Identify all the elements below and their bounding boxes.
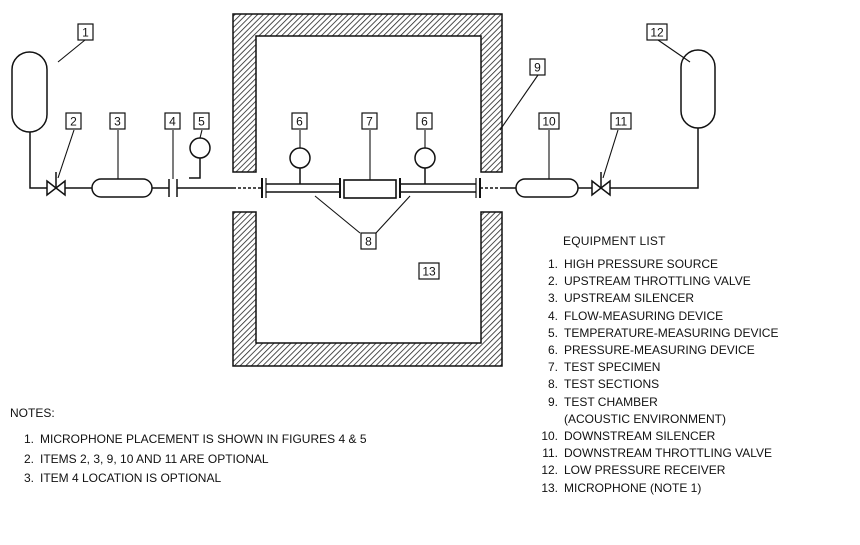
equipment-item-text: DOWNSTREAM THROTTLING VALVE (564, 446, 773, 461)
note-text: ITEM 4 LOCATION IS OPTIONAL (40, 471, 222, 485)
equipment-item-text: TEST SECTIONS (564, 377, 660, 392)
equipment-item: 12. LOW PRESSURE RECEIVER (532, 462, 778, 479)
temperature-gauge (189, 137, 211, 159)
equipment-item-number: 6. (547, 343, 558, 358)
equipment-item-text: DOWNSTREAM SILENCER (564, 429, 716, 444)
notes-list: 1. MICROPHONE PLACEMENT IS SHOWN IN FIGUR… (10, 430, 367, 489)
flow-line (29, 128, 699, 189)
equipment-item-number: 7. (547, 360, 558, 375)
test-chamber (232, 13, 503, 367)
note-item: 1. MICROPHONE PLACEMENT IS SHOWN IN FIGUR… (10, 430, 367, 450)
equipment-item-number: 4. (547, 308, 558, 323)
equipment-item: 13. MICROPHONE (NOTE 1) (532, 480, 778, 497)
tag-6-upstream: 6 (291, 112, 308, 130)
tag-9: 9 (529, 58, 546, 76)
equipment-item: 6. PRESSURE-MEASURING DEVICE (532, 342, 778, 359)
equipment-list-title: EQUIPMENT LIST (563, 234, 666, 248)
equipment-item-number: 3. (547, 291, 558, 306)
notes-title: NOTES: (10, 406, 55, 420)
tag-4-label: 4 (169, 115, 176, 129)
chamber-wall-top (232, 13, 503, 173)
tag-2-label: 2 (70, 115, 77, 129)
tag-11-label: 11 (615, 115, 628, 129)
tag-8-label: 8 (365, 235, 372, 249)
equipment-item-number: 8. (547, 377, 558, 392)
equipment-item: 9. TEST CHAMBER (532, 394, 778, 411)
tag-6-downstream: 6 (416, 112, 433, 130)
note-number: 3. (23, 471, 34, 485)
equipment-item-text: PRESSURE-MEASURING DEVICE (564, 343, 755, 358)
upstream-throttling-valve (46, 172, 66, 197)
test-specimen (343, 179, 397, 199)
tag-2: 2 (65, 112, 82, 130)
pressure-gauge-upstream (289, 147, 311, 184)
tag-5: 5 (193, 112, 210, 130)
equipment-item-number: 13. (541, 480, 558, 495)
equipment-item-text: UPSTREAM THROTTLING VALVE (564, 274, 751, 289)
tag-1: 1 (77, 23, 94, 41)
equipment-item-text: HIGH PRESSURE SOURCE (564, 257, 719, 271)
tag-12: 12 (646, 23, 668, 41)
equipment-item: 7. TEST SPECIMEN (532, 359, 778, 376)
equipment-item-number: 5. (547, 325, 558, 340)
equipment-item-text: (ACOUSTIC ENVIRONMENT) (564, 411, 726, 426)
equipment-item: 3. UPSTREAM SILENCER (532, 290, 778, 307)
note-item: 2. ITEMS 2, 3, 9, 10 AND 11 ARE OPTIONAL (10, 450, 367, 470)
pressure-gauge-downstream (414, 147, 436, 184)
tag-10: 10 (538, 112, 560, 130)
downstream-throttling-valve (591, 172, 611, 197)
tag-5-label: 5 (198, 115, 205, 129)
tag-11: 11 (610, 112, 632, 130)
equipment-item-number: 12. (541, 463, 558, 478)
equipment-item: 5. TEMPERATURE-MEASURING DEVICE (532, 325, 778, 342)
tag-3-label: 3 (114, 115, 121, 129)
tag-10-label: 10 (542, 115, 556, 129)
equipment-item-text: MICROPHONE (NOTE 1) (564, 480, 702, 495)
tag-6a-label: 6 (296, 115, 303, 129)
equipment-item-number: 10. (541, 429, 558, 444)
equipment-item-number: 1. (547, 257, 558, 271)
tag-9-label: 9 (534, 61, 541, 75)
equipment-item: 10. DOWNSTREAM SILENCER (532, 428, 778, 445)
note-text: MICROPHONE PLACEMENT IS SHOWN IN FIGURES… (40, 432, 367, 446)
tag-1-label: 1 (82, 26, 89, 40)
equipment-item-text: TEST SPECIMEN (564, 360, 661, 375)
leader-lines (57, 39, 691, 234)
note-item: 3. ITEM 4 LOCATION IS OPTIONAL (10, 469, 367, 489)
equipment-item-text: TEMPERATURE-MEASURING DEVICE (564, 325, 779, 340)
flow-measuring-device (168, 179, 178, 197)
equipment-item-text: FLOW-MEASURING DEVICE (564, 308, 724, 323)
tag-8: 8 (360, 232, 377, 250)
equipment-item-text: LOW PRESSURE RECEIVER (564, 463, 726, 478)
tag-12-label: 12 (650, 26, 664, 40)
equipment-item-text: UPSTREAM SILENCER (564, 291, 695, 306)
tag-13-label: 13 (422, 265, 436, 279)
high-pressure-source-tank (11, 51, 48, 133)
equipment-item: 8. TEST SECTIONS (532, 376, 778, 393)
equipment-list: 1. HIGH PRESSURE SOURCE 2. UPSTREAM THROTT… (532, 256, 778, 497)
tag-4: 4 (164, 112, 181, 130)
equipment-item-number: 9. (547, 394, 558, 409)
note-text: ITEMS 2, 3, 9, 10 AND 11 ARE OPTIONAL (40, 451, 269, 466)
tag-3: 3 (109, 112, 126, 130)
equipment-item: (ACOUSTIC ENVIRONMENT) (532, 411, 778, 428)
note-number: 1. (23, 432, 34, 446)
tag-13: 13 (418, 262, 440, 280)
tag-7: 7 (361, 112, 378, 130)
equipment-item-text: TEST CHAMBER (564, 394, 658, 409)
downstream-silencer (515, 178, 579, 198)
equipment-item: 1. HIGH PRESSURE SOURCE (532, 256, 778, 273)
equipment-item: 2. UPSTREAM THROTTLING VALVE (532, 273, 778, 290)
equipment-item: 11. DOWNSTREAM THROTTLING VALVE (532, 445, 778, 462)
equipment-item: 4. FLOW-MEASURING DEVICE (532, 308, 778, 325)
tag-6b-label: 6 (421, 115, 428, 129)
upstream-silencer (91, 178, 153, 198)
test-sections (233, 178, 502, 198)
note-number: 2. (23, 451, 34, 466)
low-pressure-receiver-tank (680, 49, 716, 129)
equipment-item-number: 11. (542, 446, 558, 461)
tag-7-label: 7 (366, 115, 373, 129)
equipment-item-number: 2. (547, 274, 558, 289)
